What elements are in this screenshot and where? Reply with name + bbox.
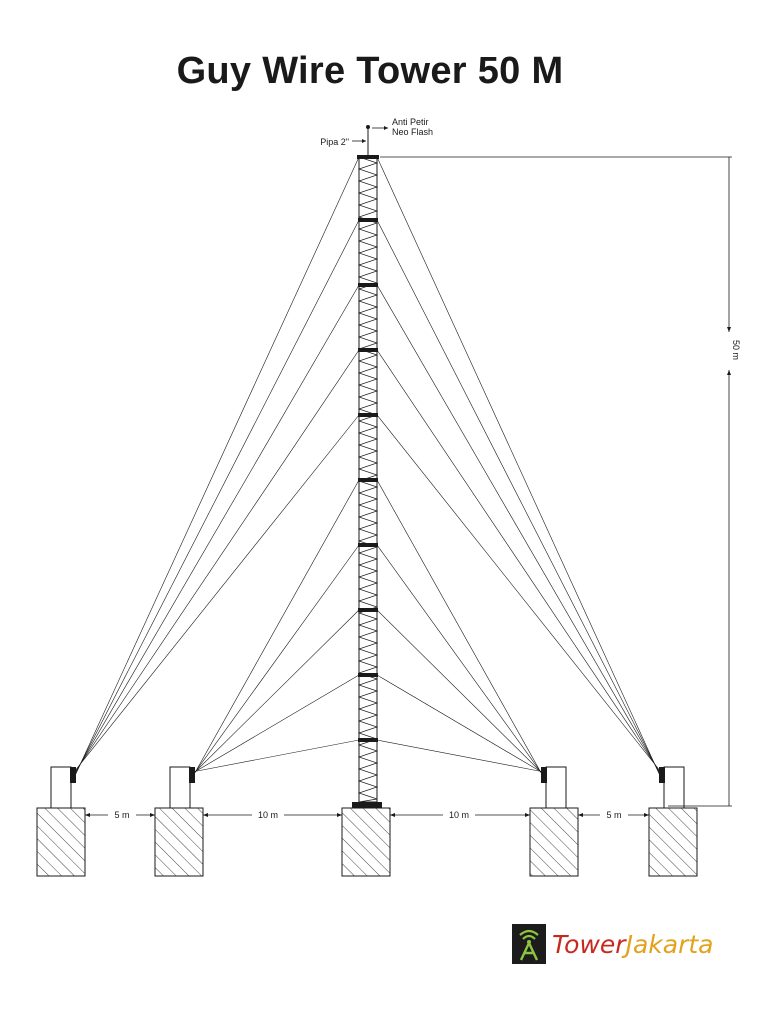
guy-wire-right-8 <box>376 609 545 776</box>
spacing-arrow-1-right <box>150 813 155 817</box>
mast-joint-3 <box>358 348 378 352</box>
guy-wire-right-7 <box>376 544 545 777</box>
spacing-arrow-3-left <box>390 813 395 817</box>
guy-wire-left-8 <box>191 609 360 776</box>
anchor-post-2 <box>169 766 191 809</box>
mast-base-plate <box>352 802 382 808</box>
pipe-pointer <box>352 139 366 143</box>
spacing-dimensions <box>85 813 649 817</box>
anchor-blocks <box>36 766 698 877</box>
anchor-post-1 <box>50 766 72 809</box>
guy-wires <box>73 156 662 779</box>
guy-wire-left-1 <box>73 156 360 779</box>
guy-wire-right-9 <box>376 674 545 774</box>
guy-wire-right-10 <box>376 739 545 773</box>
spacing-label-outer-right: 5 m <box>606 810 621 820</box>
logo-wordmark: TowerJakarta <box>552 930 713 959</box>
spacing-arrow-2-right <box>337 813 342 817</box>
page-title: Guy Wire Tower 50 M <box>176 50 564 92</box>
anchor-post-4 <box>663 766 685 809</box>
foundation-block-1 <box>36 807 86 877</box>
guy-wire-right-5 <box>376 414 662 773</box>
guy-wire-left-10 <box>191 739 360 773</box>
tower-logo-icon <box>512 924 546 964</box>
guy-wire-right-4 <box>376 349 662 774</box>
guy-wire-left-4 <box>73 349 360 774</box>
mast-joint-2 <box>358 283 378 287</box>
foundation-block-4 <box>529 807 579 877</box>
spacing-label-inner-left: 10 m <box>258 810 278 820</box>
guy-wire-left-7 <box>191 544 360 777</box>
anchor-plate-4 <box>659 767 665 783</box>
guy-wire-left-6 <box>191 479 360 779</box>
guy-wire-right-2 <box>376 219 662 777</box>
mast-joint-5 <box>358 478 378 482</box>
anchor-plate-3 <box>541 767 547 783</box>
spacing-arrow-2-left <box>203 813 208 817</box>
spacing-arrow-3-right <box>525 813 530 817</box>
tower-jakarta-logo: TowerJakarta <box>512 924 713 964</box>
foundation-block-2 <box>154 807 204 877</box>
anchor-post-3 <box>545 766 567 809</box>
logo-word-jakarta: Jakarta <box>625 929 714 959</box>
guy-wire-left-2 <box>73 219 360 777</box>
guy-wire-right-6 <box>376 479 545 779</box>
lightning-rod-label: Anti Petir <box>392 117 429 127</box>
guy-wire-right-1 <box>376 156 662 779</box>
mast-joint-9 <box>358 738 378 742</box>
tower-mast <box>352 155 382 808</box>
guy-wire-left-3 <box>73 284 360 776</box>
anchor-plate-2 <box>189 767 195 783</box>
guy-wire-left-5 <box>73 414 360 773</box>
height-dimension <box>380 156 732 807</box>
lightning-rod <box>366 125 388 157</box>
spacing-label-outer-left: 5 m <box>114 810 129 820</box>
pipe-label: Pipa 2" <box>320 137 349 147</box>
guy-wire-right-3 <box>376 284 662 776</box>
mast-joint-6 <box>358 543 378 547</box>
height-label: 50 m <box>731 340 741 360</box>
spacing-label-inner-right: 10 m <box>449 810 469 820</box>
guy-wire-left-9 <box>191 674 360 774</box>
logo-word-tower: Tower <box>552 929 626 959</box>
foundation-block-3 <box>341 807 391 877</box>
anchor-plate-1 <box>70 767 76 783</box>
mast-joint-1 <box>358 218 378 222</box>
spacing-arrow-1-left <box>85 813 90 817</box>
foundation-block-5 <box>648 807 698 877</box>
mast-joint-8 <box>358 673 378 677</box>
lightning-rod-brand-label: Neo Flash <box>392 127 433 137</box>
mast-joint-4 <box>358 413 378 417</box>
spacing-arrow-4-right <box>644 813 649 817</box>
spacing-arrow-4-left <box>578 813 583 817</box>
mast-joint-7 <box>358 608 378 612</box>
